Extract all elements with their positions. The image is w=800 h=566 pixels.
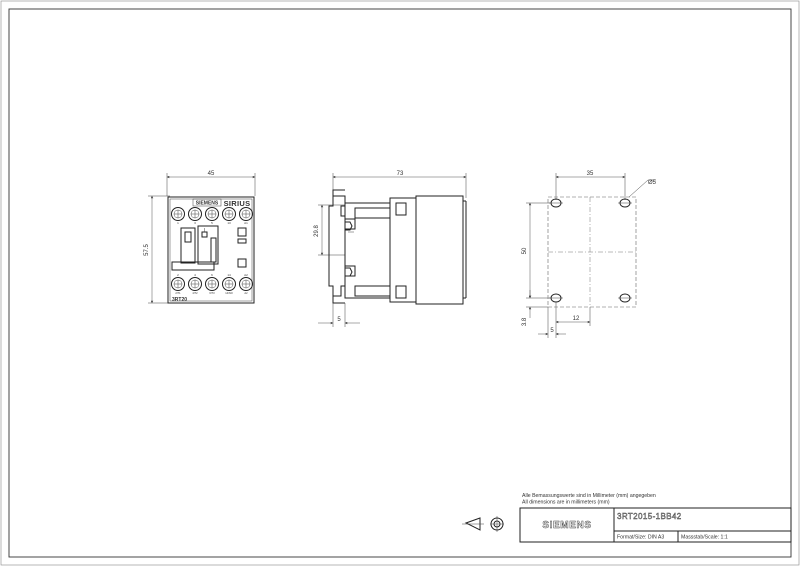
terminal-top-A1: A1 bbox=[244, 221, 248, 225]
front-model-mark: 3RT20 bbox=[172, 297, 187, 303]
side-rail-dim: 29.8 bbox=[314, 225, 320, 237]
terminal-bottom-A2: A2 bbox=[244, 273, 248, 277]
side-offset-dim: 5 bbox=[337, 317, 341, 323]
mount-hole-dim: Ø5 bbox=[648, 180, 657, 186]
mount-width-dim: 35 bbox=[587, 171, 594, 177]
terminal-top-1: 1 bbox=[177, 221, 179, 225]
marking-bottom-1: 2/T1 bbox=[175, 291, 181, 295]
marking-bottom-5: A2 bbox=[244, 291, 248, 295]
front-width-dim: 45 bbox=[208, 171, 215, 177]
terminal-bottom-4: 4 bbox=[194, 273, 196, 277]
scale-label: Massstab/Scale: 1:1 bbox=[681, 535, 728, 541]
bottom-terminals bbox=[171, 277, 253, 291]
mount-left-dim: 5 bbox=[550, 328, 554, 334]
mount-right-dim: 12 bbox=[573, 316, 580, 322]
title-block: Alle Bemassungswerte sind in Millimeter … bbox=[462, 493, 792, 543]
inner-frame bbox=[8, 8, 792, 558]
format-label: Format/Size: DIN A3 bbox=[617, 535, 664, 541]
marking-bottom-2: 4/T2 bbox=[192, 291, 198, 295]
title-logo: SIEMENS bbox=[542, 520, 591, 531]
projection-symbol-icon bbox=[462, 516, 504, 532]
terminal-bottom-14: 14 bbox=[227, 273, 231, 277]
side-view: 73 29.8 5 bbox=[314, 171, 467, 327]
mounting-view: 35 Ø5 50 3.8 bbox=[522, 171, 657, 338]
part-number: 3RT2015-1BB42 bbox=[617, 512, 682, 521]
marking-bottom-3: 6/T3 bbox=[209, 291, 215, 295]
top-terminals bbox=[171, 207, 253, 221]
terminal-bottom-2: 2 bbox=[177, 273, 179, 277]
front-brand-mark: SIEMENS bbox=[196, 201, 219, 207]
mount-height-dim: 50 bbox=[522, 247, 528, 254]
terminal-top-3: 3 bbox=[194, 221, 196, 225]
front-view: 45 57.5 SIEMENS SIRIUS 1 3 5 13 A1 bbox=[144, 171, 256, 304]
side-depth-dim: 73 bbox=[397, 171, 404, 177]
note-en: All dimensions are in millimeters (mm) bbox=[522, 500, 610, 506]
terminal-top-13: 13 bbox=[227, 221, 231, 225]
marking-bottom-4: 14/NO bbox=[225, 291, 233, 295]
mount-outline bbox=[547, 196, 637, 308]
mounting-holes bbox=[549, 198, 632, 303]
mount-bottom-dim: 3.8 bbox=[522, 317, 528, 326]
note-de: Alle Bemassungswerte sind in Millimeter … bbox=[522, 493, 656, 499]
front-product-line: SIRIUS bbox=[224, 199, 251, 208]
front-height-dim: 57.5 bbox=[144, 244, 150, 256]
terminal-top-5: 5 bbox=[211, 221, 213, 225]
terminal-bottom-6: 6 bbox=[211, 273, 213, 277]
